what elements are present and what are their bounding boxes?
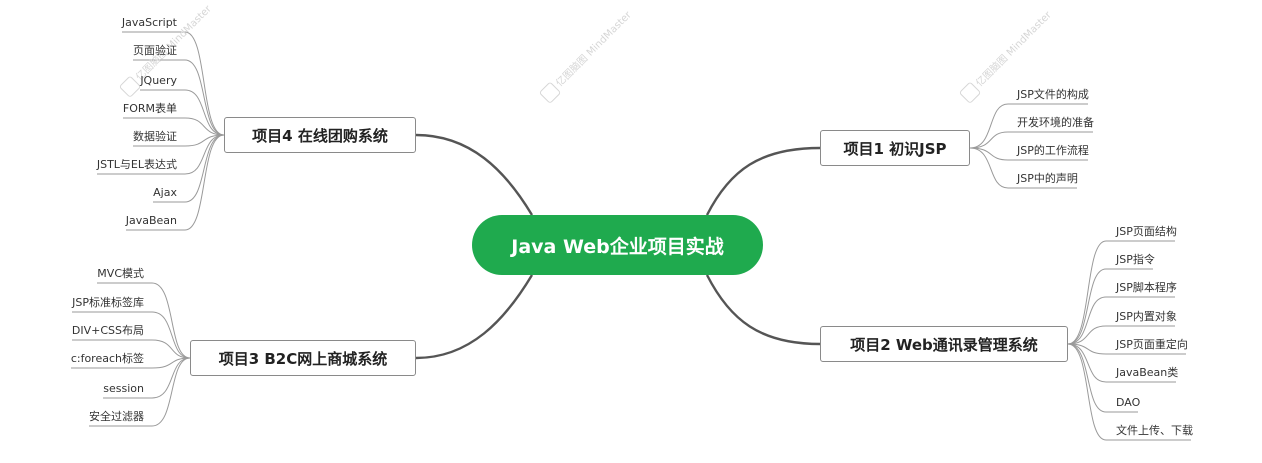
subtopic-item[interactable]: 安全过滤器 <box>89 410 144 423</box>
leaf-connector-line <box>1067 343 1186 355</box>
subtopic-item[interactable]: Ajax <box>153 186 177 199</box>
leaf-connector-line <box>72 339 191 359</box>
leaf-connector-line <box>969 103 1088 149</box>
leaf-connector-line <box>1067 343 1138 413</box>
leaf-connector-line <box>122 31 225 136</box>
leaf-connector-line <box>97 134 225 175</box>
central-topic[interactable]: Java Web企业项目实战 <box>472 215 763 275</box>
subtopic-item[interactable]: JSP页面结构 <box>1116 225 1177 238</box>
main-topic-project1[interactable]: 项目1 初识JSP <box>820 130 970 166</box>
main-topic-project2[interactable]: 项目2 Web通讯录管理系统 <box>820 326 1068 362</box>
subtopic-item[interactable]: JSP的工作流程 <box>1017 144 1089 157</box>
subtopic-item[interactable]: JSP脚本程序 <box>1116 281 1177 294</box>
subtopic-item[interactable]: 文件上传、下载 <box>1116 424 1193 437</box>
subtopic-item[interactable]: JSP内置对象 <box>1116 310 1177 323</box>
leaf-connector-line <box>97 282 191 359</box>
subtopic-item[interactable]: JSP标准标签库 <box>72 296 144 309</box>
leaf-connector-line <box>133 134 225 147</box>
subtopic-item[interactable]: DIV+CSS布局 <box>71 324 144 337</box>
leaf-connector-line <box>71 357 191 369</box>
subtopic-item[interactable]: 开发环境的准备 <box>1017 116 1094 129</box>
center-to-topic4-line <box>415 133 534 216</box>
leaf-connector-line <box>153 134 225 203</box>
subtopic-item[interactable]: MVC模式 <box>97 267 144 280</box>
leaf-connector-line <box>123 117 225 136</box>
subtopic-item[interactable]: JSP页面重定向 <box>1116 338 1188 351</box>
leaf-connector-line <box>72 311 191 359</box>
leaf-connector-line <box>1067 240 1175 345</box>
subtopic-item[interactable]: c:foreach标签 <box>70 352 144 365</box>
leaf-connector-line <box>1067 296 1175 345</box>
leaf-connector-line <box>1067 268 1153 345</box>
subtopic-item[interactable]: JavaScript <box>121 16 177 29</box>
leaf-connector-line <box>1067 343 1191 441</box>
subtopic-item[interactable]: JSP指令 <box>1116 253 1155 266</box>
center-to-topic1-line <box>705 146 821 216</box>
leaf-connector-line <box>969 131 1093 149</box>
leaf-connector-line <box>140 89 225 136</box>
main-topic-project4[interactable]: 项目4 在线团购系统 <box>224 117 416 153</box>
subtopic-item[interactable]: session <box>103 382 144 395</box>
subtopic-item[interactable]: DAO <box>1116 396 1141 409</box>
subtopic-item[interactable]: 数据验证 <box>133 130 177 143</box>
subtopic-item[interactable]: JSTL与EL表达式 <box>96 158 177 171</box>
main-topic-project3[interactable]: 项目3 B2C网上商城系统 <box>190 340 416 376</box>
subtopic-item[interactable]: 页面验证 <box>133 44 177 57</box>
subtopic-item[interactable]: FORM表单 <box>122 102 177 115</box>
leaf-connector-line <box>126 134 225 231</box>
leaf-connector-line <box>1067 325 1175 345</box>
leaf-connector-line <box>89 357 191 427</box>
leaf-connector-line <box>133 59 225 136</box>
center-to-topic3-line <box>415 274 534 360</box>
subtopic-item[interactable]: JSP中的声明 <box>1017 172 1078 185</box>
center-to-topic2-line <box>705 274 821 346</box>
leaf-connector-line <box>103 357 191 399</box>
subtopic-item[interactable]: JavaBean <box>125 214 177 227</box>
subtopic-item[interactable]: JSP文件的构成 <box>1017 88 1089 101</box>
subtopic-item[interactable]: JQuery <box>140 74 177 87</box>
leaf-connector-line <box>1067 343 1176 383</box>
leaf-connector-line <box>969 147 1077 189</box>
subtopic-item[interactable]: JavaBean类 <box>1116 366 1179 379</box>
leaf-connector-line <box>969 147 1088 161</box>
